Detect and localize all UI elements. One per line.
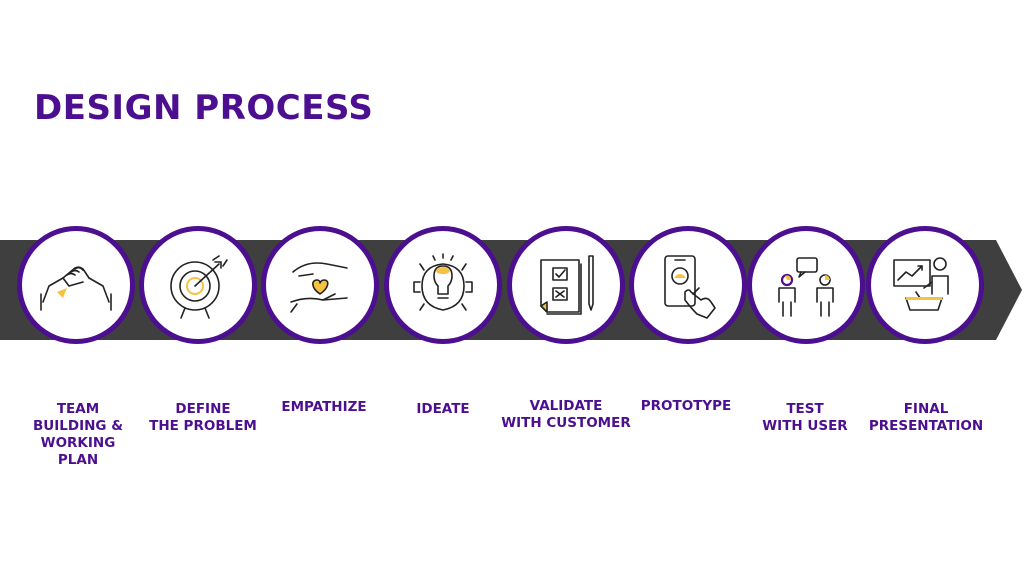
step-circle-empathize bbox=[261, 226, 379, 344]
step-label-empathize: EMPATHIZE bbox=[281, 399, 367, 415]
step-label-team-building: TEAM BUILDING & WORKING PLAN bbox=[33, 401, 123, 468]
page-title: DESIGN PROCESS bbox=[34, 88, 374, 128]
step-label-test: TEST WITH USER bbox=[762, 401, 848, 434]
user-interview-icon bbox=[778, 257, 834, 317]
target-icon bbox=[170, 255, 228, 319]
lightbulb-gear-icon bbox=[413, 253, 473, 311]
step-label-ideate: IDEATE bbox=[416, 401, 470, 417]
step-circle-prototype bbox=[629, 226, 747, 344]
handshake-icon bbox=[40, 266, 112, 311]
step-label-final-presentation: FINAL PRESENTATION bbox=[868, 401, 984, 434]
step-label-validate: VALIDATE WITH CUSTOMER bbox=[501, 398, 631, 431]
step-circle-final-presentation bbox=[866, 226, 984, 344]
step-label-define-problem: DEFINE THE PROBLEM bbox=[149, 401, 257, 434]
step-circle-ideate bbox=[384, 226, 502, 344]
presentation-icon bbox=[893, 257, 949, 311]
step-circle-team-building bbox=[17, 226, 135, 344]
step-circle-define-problem bbox=[139, 226, 257, 344]
phone-touch-icon bbox=[664, 255, 716, 319]
step-circle-validate bbox=[507, 226, 625, 344]
step-circle-test bbox=[747, 226, 865, 344]
step-label-prototype: PROTOTYPE bbox=[640, 398, 732, 414]
checklist-icon bbox=[540, 255, 594, 315]
heart-hands-icon bbox=[290, 262, 348, 313]
